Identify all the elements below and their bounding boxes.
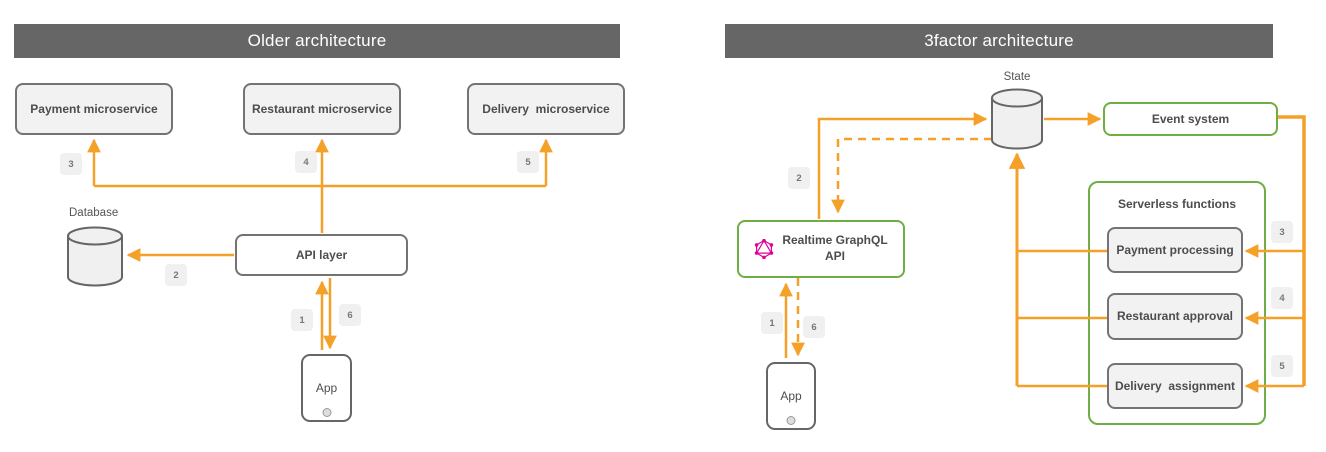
left-diagram-title: Older architecture	[14, 24, 620, 58]
graphql-api-label-line1: Realtime GraphQL	[782, 233, 888, 248]
graphql-logo-icon	[755, 239, 774, 259]
node-app-phone-left: App	[301, 354, 352, 422]
step-badge-1: 1	[761, 312, 783, 334]
step-badge-4: 4	[1271, 287, 1293, 309]
step-badge-3: 3	[60, 153, 82, 175]
node-delivery-microservice: Delivery microservice	[467, 83, 625, 135]
state-label: State	[1003, 71, 1031, 83]
node-restaurant-approval: Restaurant approval	[1107, 293, 1243, 340]
app-label: App	[780, 389, 802, 403]
node-payment-processing: Payment processing	[1107, 227, 1243, 273]
app-label: App	[315, 381, 338, 395]
phone-home-button-icon	[322, 408, 331, 417]
database-cylinder-icon	[67, 226, 123, 287]
database-label: Database	[69, 207, 119, 219]
node-realtime-graphql-api: Realtime GraphQL API	[737, 220, 905, 278]
serverless-functions-label: Serverless functions	[1117, 197, 1237, 211]
arrow-step-2-api-to-state	[817, 112, 988, 219]
step-badge-4: 4	[295, 151, 317, 173]
node-delivery-assignment: Delivery assignment	[1107, 363, 1243, 409]
step-badge-6: 6	[803, 316, 825, 338]
step-badge-6: 6	[339, 304, 361, 326]
arrow-event-system-bus	[1278, 115, 1306, 386]
step-badge-3: 3	[1271, 221, 1293, 243]
step-badge-1: 1	[291, 309, 313, 331]
right-diagram-title: 3factor architecture	[725, 24, 1273, 58]
node-event-system: Event system	[1103, 102, 1278, 136]
graphql-api-label-line2: API	[824, 249, 845, 263]
node-app-phone-right: App	[766, 362, 816, 430]
step-badge-5: 5	[517, 151, 539, 173]
node-restaurant-microservice: Restaurant microservice	[243, 83, 401, 135]
phone-home-button-icon	[786, 416, 796, 425]
node-api-layer: API layer	[235, 234, 408, 276]
step-badge-2: 2	[165, 264, 187, 286]
step-badge-2: 2	[788, 167, 810, 189]
arrow-dashed-state-to-api	[831, 137, 992, 214]
node-payment-microservice: Payment microservice	[15, 83, 173, 135]
step-badge-5: 5	[1271, 355, 1293, 377]
state-cylinder-icon	[991, 88, 1043, 150]
